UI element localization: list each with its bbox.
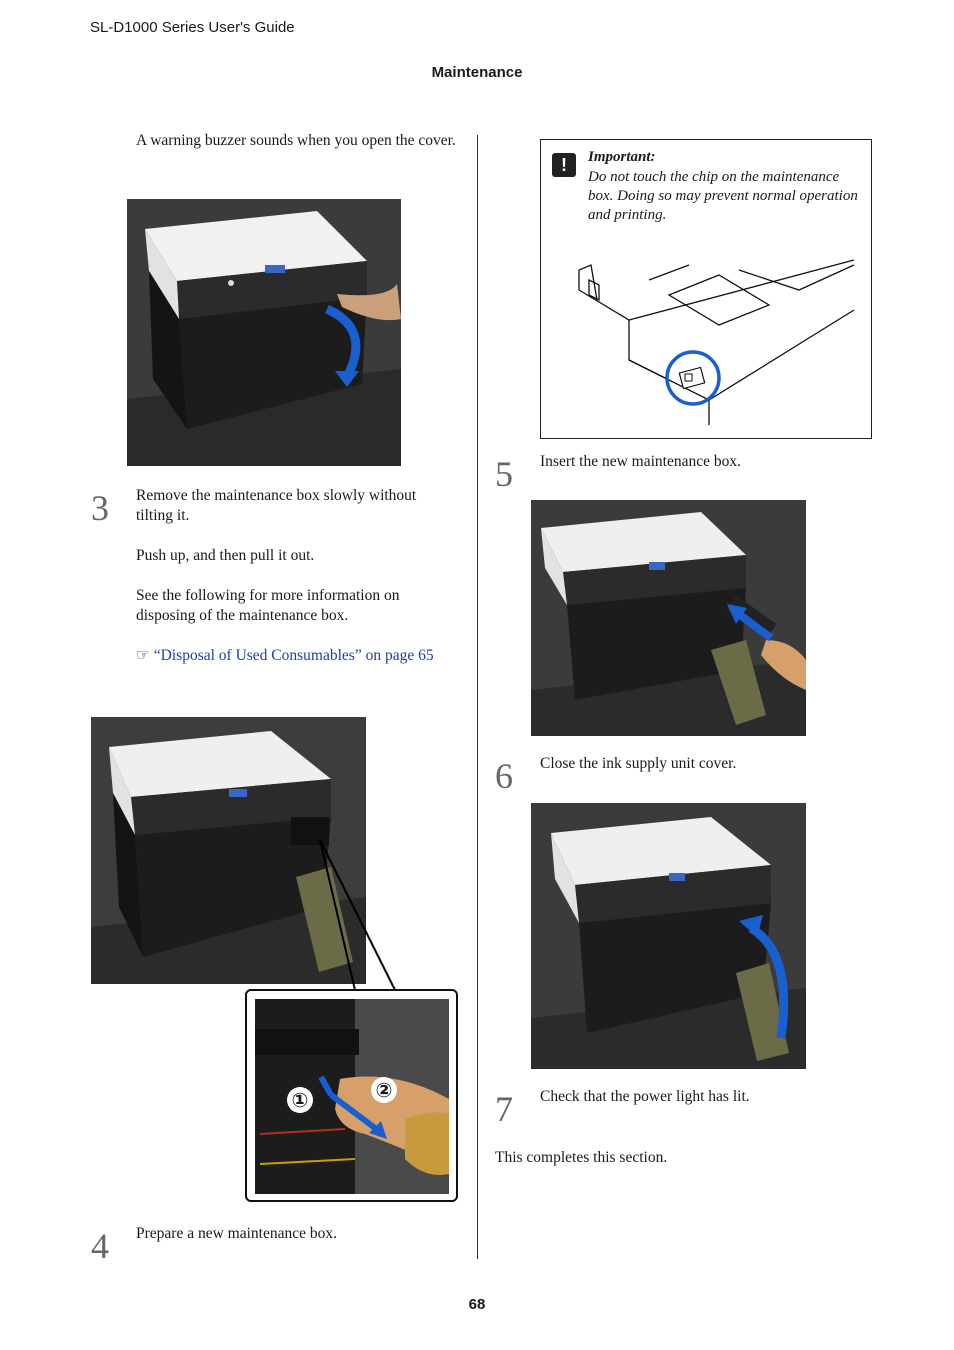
step-7-number: 7 (495, 1089, 513, 1129)
reference-icon: ☞ (136, 647, 150, 664)
disposal-link-text[interactable]: “Disposal of Used Consumables” on page 6… (153, 647, 434, 664)
disposal-link[interactable]: ☞ “Disposal of Used Consumables” on page… (136, 646, 456, 666)
step-3-number: 3 (91, 488, 109, 528)
column-divider (477, 135, 478, 1259)
photo-remove-box (91, 717, 366, 984)
zoom-inset: ① ② (245, 989, 458, 1202)
step-7-text: Check that the power light has lit. (540, 1088, 750, 1105)
step-5-text: Insert the new maintenance box. (540, 453, 741, 470)
callout-1: ① (287, 1087, 313, 1113)
step-4-number: 4 (91, 1226, 109, 1266)
step-4-text: Prepare a new maintenance box. (136, 1225, 337, 1242)
warning-icon: ! (552, 153, 576, 177)
photo-insert-box (531, 500, 806, 736)
intro-text: A warning buzzer sounds when you open th… (136, 132, 456, 149)
important-box: ! Important: Do not touch the chip on th… (540, 139, 872, 439)
maintenance-box-diagram (578, 259, 855, 425)
step-3-text: Remove the maintenance box slowly withou… (136, 487, 417, 524)
page-number: 68 (468, 1296, 486, 1313)
step-6-number: 6 (495, 756, 513, 796)
zoom-lines (319, 840, 396, 991)
photo-open-cover (127, 199, 401, 466)
step-3-sub2: See the following for more information o… (136, 587, 400, 624)
step-3-sub1: Push up, and then pull it out. (136, 547, 315, 564)
important-body: Do not touch the chip on the maintenance… (588, 169, 858, 223)
step-6-text: Close the ink supply unit cover. (540, 755, 737, 772)
step-5-number: 5 (495, 454, 513, 494)
section-title: Maintenance (431, 64, 523, 81)
photo-close-cover (531, 803, 806, 1069)
closing-text: This completes this section. (495, 1149, 668, 1166)
important-title: Important: (588, 149, 656, 165)
callout-2: ② (371, 1077, 397, 1103)
guide-title: SL-D1000 Series User's Guide (90, 19, 295, 36)
